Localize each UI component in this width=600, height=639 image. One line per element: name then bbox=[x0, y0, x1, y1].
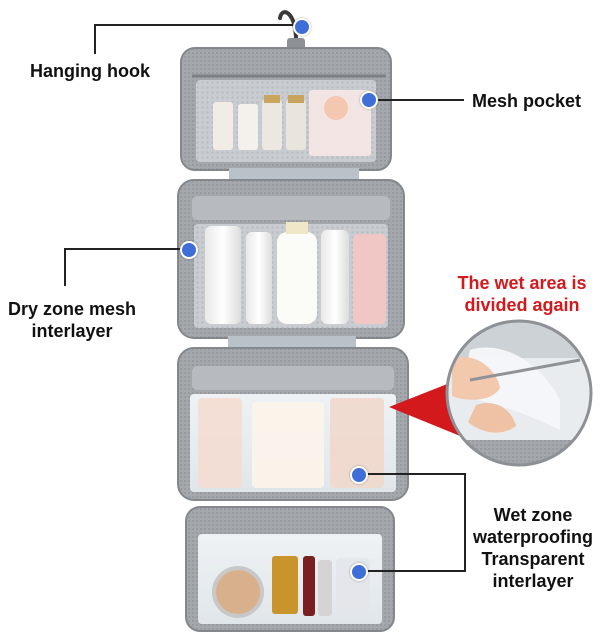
callout-dot-icon bbox=[180, 241, 198, 259]
dry-zone-leader-vertical bbox=[64, 248, 66, 286]
wet-zone-leader-bottom bbox=[358, 570, 466, 572]
dry-zone-label-line1: Dry zone mesh bbox=[7, 299, 137, 319]
wet-area-caption-line2: divided again bbox=[464, 295, 580, 315]
wet-zone-label: Wet zone waterproofing Transparent inter… bbox=[468, 504, 598, 592]
callout-dot-icon bbox=[350, 563, 368, 581]
wet-zone-label-line4: interlayer bbox=[492, 571, 574, 591]
wet-zone-label-line1: Wet zone bbox=[493, 505, 573, 525]
wet-area-inset bbox=[447, 321, 591, 465]
callout-dot-icon bbox=[360, 91, 378, 109]
hanging-hook-label: Hanging hook bbox=[30, 61, 150, 81]
wet-zone-leader-vertical bbox=[464, 473, 466, 523]
hanging-hook-leader-vertical bbox=[94, 24, 96, 54]
wet-zone-label-line2: waterproofing bbox=[473, 527, 593, 547]
hanging-hook-leader bbox=[94, 24, 300, 26]
callout-dot-icon bbox=[350, 466, 368, 484]
dry-zone-label: Dry zone mesh interlayer bbox=[2, 298, 142, 342]
dry-zone-leader bbox=[64, 248, 188, 250]
mesh-pocket-label: Mesh pocket bbox=[472, 91, 582, 111]
wet-area-caption: The wet area is divided again bbox=[446, 272, 598, 316]
mesh-pocket-leader bbox=[368, 99, 464, 101]
wet-zone-label-line3: Transparent bbox=[481, 549, 585, 569]
wet-zone-leader-top bbox=[358, 473, 464, 475]
wet-zone-leader-vertical-2 bbox=[464, 520, 466, 572]
dry-zone-label-line2: interlayer bbox=[31, 321, 113, 341]
callout-dot-icon bbox=[293, 18, 311, 36]
wet-area-caption-line1: The wet area is bbox=[457, 273, 587, 293]
